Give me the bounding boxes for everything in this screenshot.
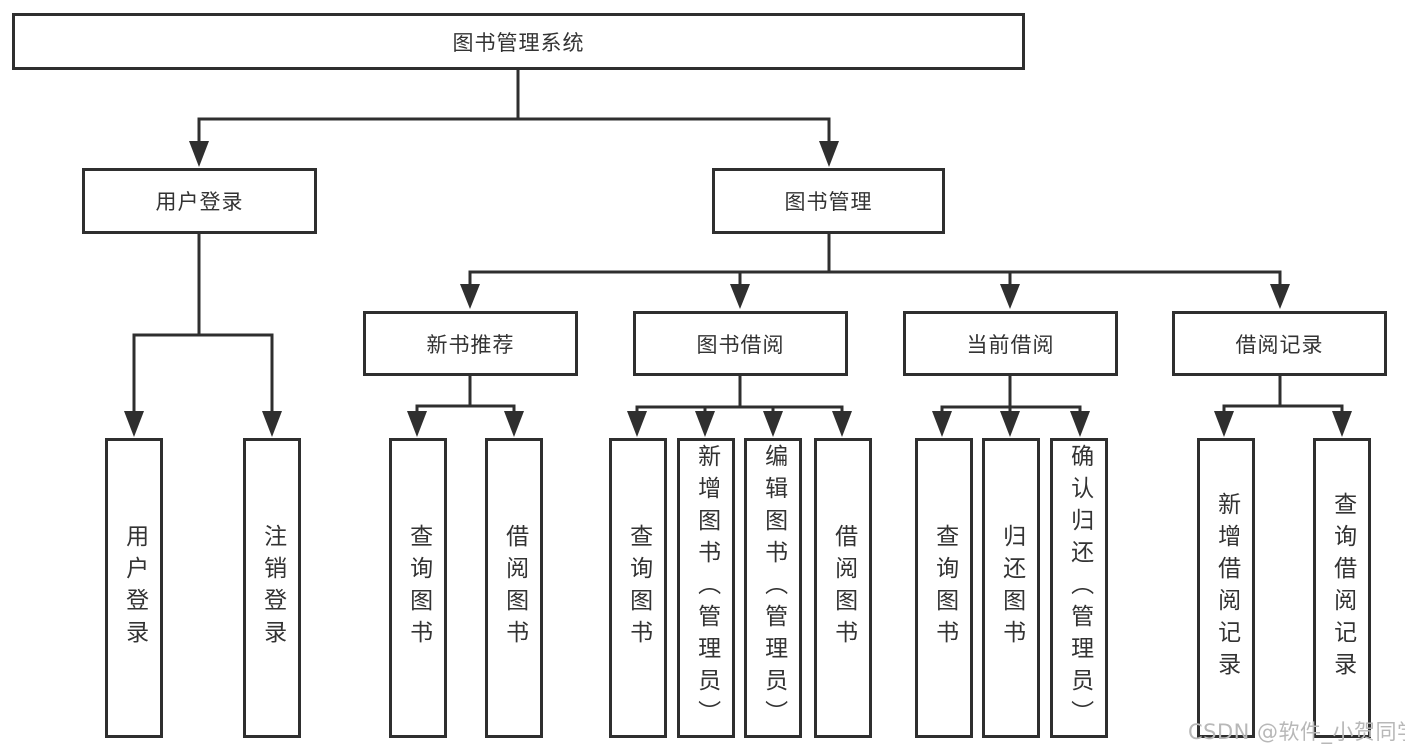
leaf-query-borrow-record: 查询借阅记录 [1313,438,1371,738]
node-label: 借阅记录 [1235,332,1324,357]
leaf-logout: 注销登录 [243,438,301,738]
leaf-query-books-current: 查询图书 [915,438,973,738]
leaf-add-borrow-record: 新增借阅记录 [1197,438,1255,738]
leaf-user-login: 用户登录 [105,438,163,738]
leaf-label: 查询图书 [625,524,652,652]
leaf-label: 新增图书（管理员） [693,444,720,732]
arrowheads [124,141,1352,437]
leaf-label: 注销登录 [259,524,286,652]
node-borrow-records: 借阅记录 [1172,311,1387,376]
leaf-borrow-books: 借阅图书 [814,438,872,738]
node-label: 图书管理系统 [452,30,585,55]
leaf-label: 编辑图书（管理员） [760,444,787,732]
leaf-label: 归还图书 [998,524,1025,652]
node-label: 图书管理 [784,190,873,214]
leaf-label: 查询图书 [405,524,432,652]
node-user-login: 用户登录 [82,168,317,234]
node-book-management: 图书管理 [712,168,945,234]
node-new-book-recommend: 新书推荐 [363,311,578,376]
node-label: 当前借阅 [966,332,1055,357]
leaf-confirm-return-admin: 确认归还（管理员） [1050,438,1108,738]
leaf-edit-book-admin: 编辑图书（管理员） [744,438,802,738]
leaf-label: 借阅图书 [501,524,528,652]
node-current-borrow: 当前借阅 [903,311,1118,376]
leaf-return-book: 归还图书 [982,438,1040,738]
leaf-label: 用户登录 [121,524,148,652]
node-label: 新书推荐 [426,332,515,357]
leaf-query-books-recommend: 查询图书 [389,438,447,738]
leaf-label: 新增借阅记录 [1213,492,1240,684]
node-label: 用户登录 [155,190,244,214]
leaf-borrow-books-recommend: 借阅图书 [485,438,543,738]
leaf-label: 查询借阅记录 [1329,492,1356,684]
node-label: 图书借阅 [696,332,785,357]
leaf-add-book-admin: 新增图书（管理员） [677,438,735,738]
leaf-label: 查询图书 [931,524,958,652]
leaf-label: 确认归还（管理员） [1066,444,1093,732]
leaf-label: 借阅图书 [830,524,857,652]
csdn-watermark: CSDN @软件_小贺同学 [1188,720,1405,744]
leaf-query-books-borrow: 查询图书 [609,438,667,738]
node-root-library-system: 图书管理系统 [12,13,1025,70]
node-book-borrow: 图书借阅 [633,311,848,376]
